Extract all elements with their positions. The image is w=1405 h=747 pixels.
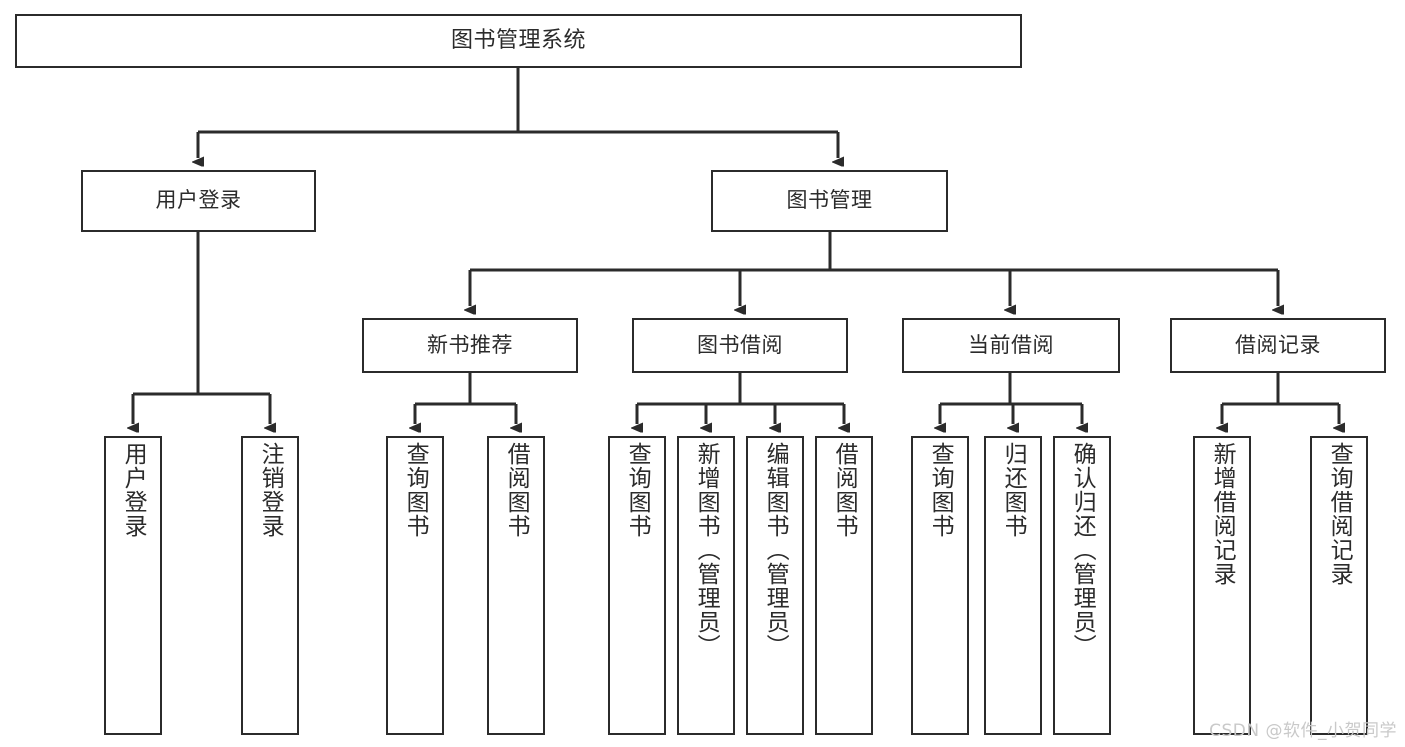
node-new-book-rec[interactable]: 新书推荐 bbox=[362, 318, 578, 373]
node-book-borrow-label: 图书借阅 bbox=[697, 332, 783, 357]
node-book-admin-label: 图书管理 bbox=[786, 188, 873, 213]
node-book-admin[interactable]: 图书管理 bbox=[711, 170, 948, 232]
leaf-borrow-book-rec[interactable]: 借阅图书 bbox=[487, 436, 545, 735]
leaf-query-record-label: 查询借阅记录 bbox=[1326, 442, 1353, 586]
leaf-query-book-br[interactable]: 查询图书 bbox=[608, 436, 666, 735]
leaf-query-book-br-label: 查询图书 bbox=[624, 442, 651, 538]
leaf-add-book[interactable]: 新增图书（管理员） bbox=[677, 436, 735, 735]
node-root[interactable]: 图书管理系统 bbox=[15, 14, 1022, 68]
leaf-edit-book-label: 编辑图书（管理员） bbox=[762, 442, 789, 658]
node-root-label: 图书管理系统 bbox=[450, 27, 586, 53]
node-user-login[interactable]: 用户登录 bbox=[81, 170, 316, 232]
leaf-query-book-rec[interactable]: 查询图书 bbox=[386, 436, 444, 735]
leaf-query-record[interactable]: 查询借阅记录 bbox=[1310, 436, 1368, 735]
watermark-text: CSDN @软件_小贺同学 bbox=[1209, 721, 1397, 741]
leaf-return-book[interactable]: 归还图书 bbox=[984, 436, 1042, 735]
node-borrow-record[interactable]: 借阅记录 bbox=[1170, 318, 1386, 373]
leaf-add-record[interactable]: 新增借阅记录 bbox=[1193, 436, 1251, 735]
leaf-user-logout[interactable]: 注销登录 bbox=[241, 436, 299, 735]
leaf-add-book-label: 新增图书（管理员） bbox=[693, 442, 720, 658]
leaf-query-book-cb[interactable]: 查询图书 bbox=[911, 436, 969, 735]
leaf-borrow-book-br-label: 借阅图书 bbox=[831, 442, 858, 538]
node-book-borrow[interactable]: 图书借阅 bbox=[632, 318, 848, 373]
leaf-query-book-cb-label: 查询图书 bbox=[927, 442, 954, 538]
leaf-confirm-return-label: 确认归还（管理员） bbox=[1069, 442, 1096, 658]
node-user-login-label: 用户登录 bbox=[155, 188, 242, 213]
node-borrow-record-label: 借阅记录 bbox=[1235, 332, 1321, 357]
leaf-query-book-rec-label: 查询图书 bbox=[402, 442, 429, 538]
leaf-borrow-book-rec-label: 借阅图书 bbox=[503, 442, 530, 538]
leaf-confirm-return[interactable]: 确认归还（管理员） bbox=[1053, 436, 1111, 735]
node-current-borrow[interactable]: 当前借阅 bbox=[902, 318, 1120, 373]
leaf-user-login-label: 用户登录 bbox=[120, 442, 147, 538]
leaf-edit-book[interactable]: 编辑图书（管理员） bbox=[746, 436, 804, 735]
leaf-return-book-label: 归还图书 bbox=[1000, 442, 1027, 538]
node-current-borrow-label: 当前借阅 bbox=[968, 332, 1054, 357]
leaf-add-record-label: 新增借阅记录 bbox=[1209, 442, 1236, 586]
leaf-user-login[interactable]: 用户登录 bbox=[104, 436, 162, 735]
node-new-book-rec-label: 新书推荐 bbox=[427, 332, 513, 357]
leaf-user-logout-label: 注销登录 bbox=[257, 442, 284, 538]
leaf-borrow-book-br[interactable]: 借阅图书 bbox=[815, 436, 873, 735]
